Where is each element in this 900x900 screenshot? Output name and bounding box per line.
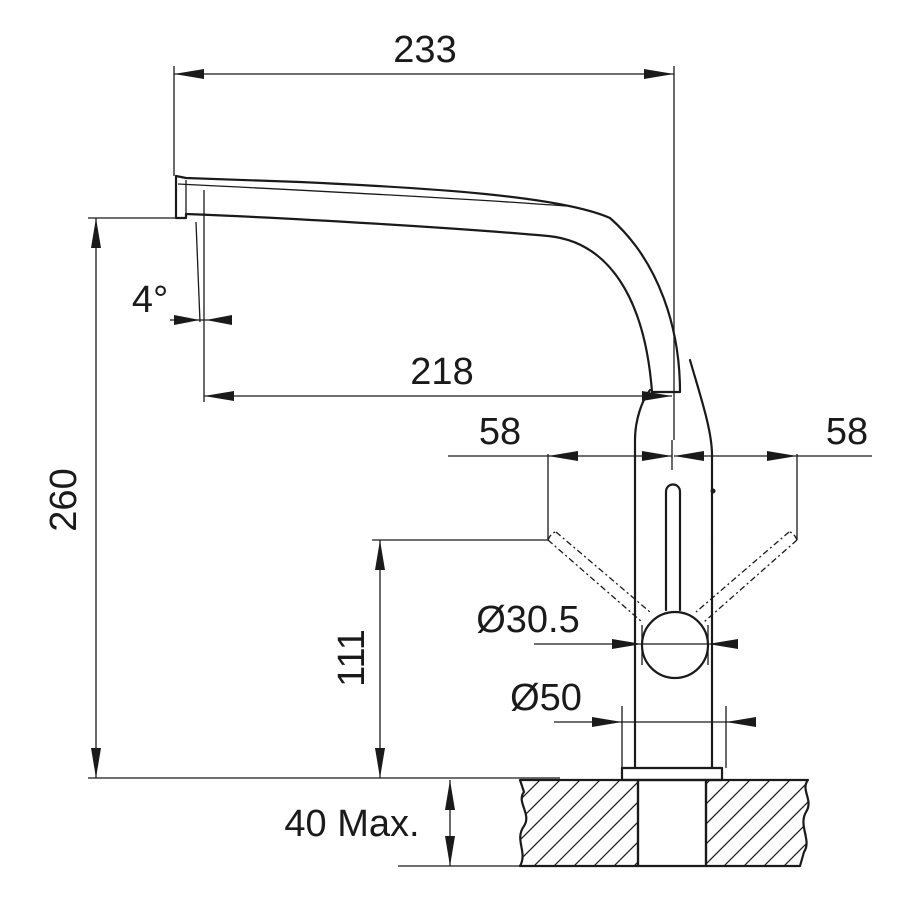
countertop-hatch-right <box>706 780 809 866</box>
dimension-4-degree: 4° <box>132 190 232 402</box>
dimension-diameter-30-5: Ø30.5 <box>476 599 738 665</box>
dimension-218-label: 218 <box>410 351 473 393</box>
dimension-58-right-label: 58 <box>826 411 868 453</box>
countertop <box>518 778 810 868</box>
lever-slot <box>664 483 682 612</box>
dimension-233: 233 <box>173 29 675 440</box>
dimension-58-left-label: 58 <box>479 411 521 453</box>
dimension-4-degree-label: 4° <box>132 279 168 321</box>
mounting-shank <box>636 778 708 868</box>
dimension-111: 111 <box>331 539 548 778</box>
dimension-40-max: 40 Max. <box>284 780 520 867</box>
dimension-58-left: 58 <box>448 411 673 540</box>
dimension-111-label: 111 <box>331 629 373 687</box>
dimension-diameter-30-5-label: Ø30.5 <box>476 599 580 641</box>
dimension-diameter-50-label: Ø50 <box>510 677 582 719</box>
countertop-hatch-left <box>520 780 638 866</box>
base-ring <box>620 766 724 782</box>
dimension-260-label: 260 <box>43 468 85 531</box>
dimension-58-right: 58 <box>674 411 872 540</box>
faucet-body <box>174 174 798 782</box>
dimension-diameter-50: Ø50 <box>510 677 756 768</box>
dimension-218: 218 <box>204 351 672 401</box>
dimension-260: 260 <box>43 217 560 779</box>
dimension-233-label: 233 <box>393 29 456 71</box>
spout <box>174 174 682 394</box>
handle-knob <box>640 610 710 680</box>
dimension-40-max-label: 40 Max. <box>284 803 419 845</box>
